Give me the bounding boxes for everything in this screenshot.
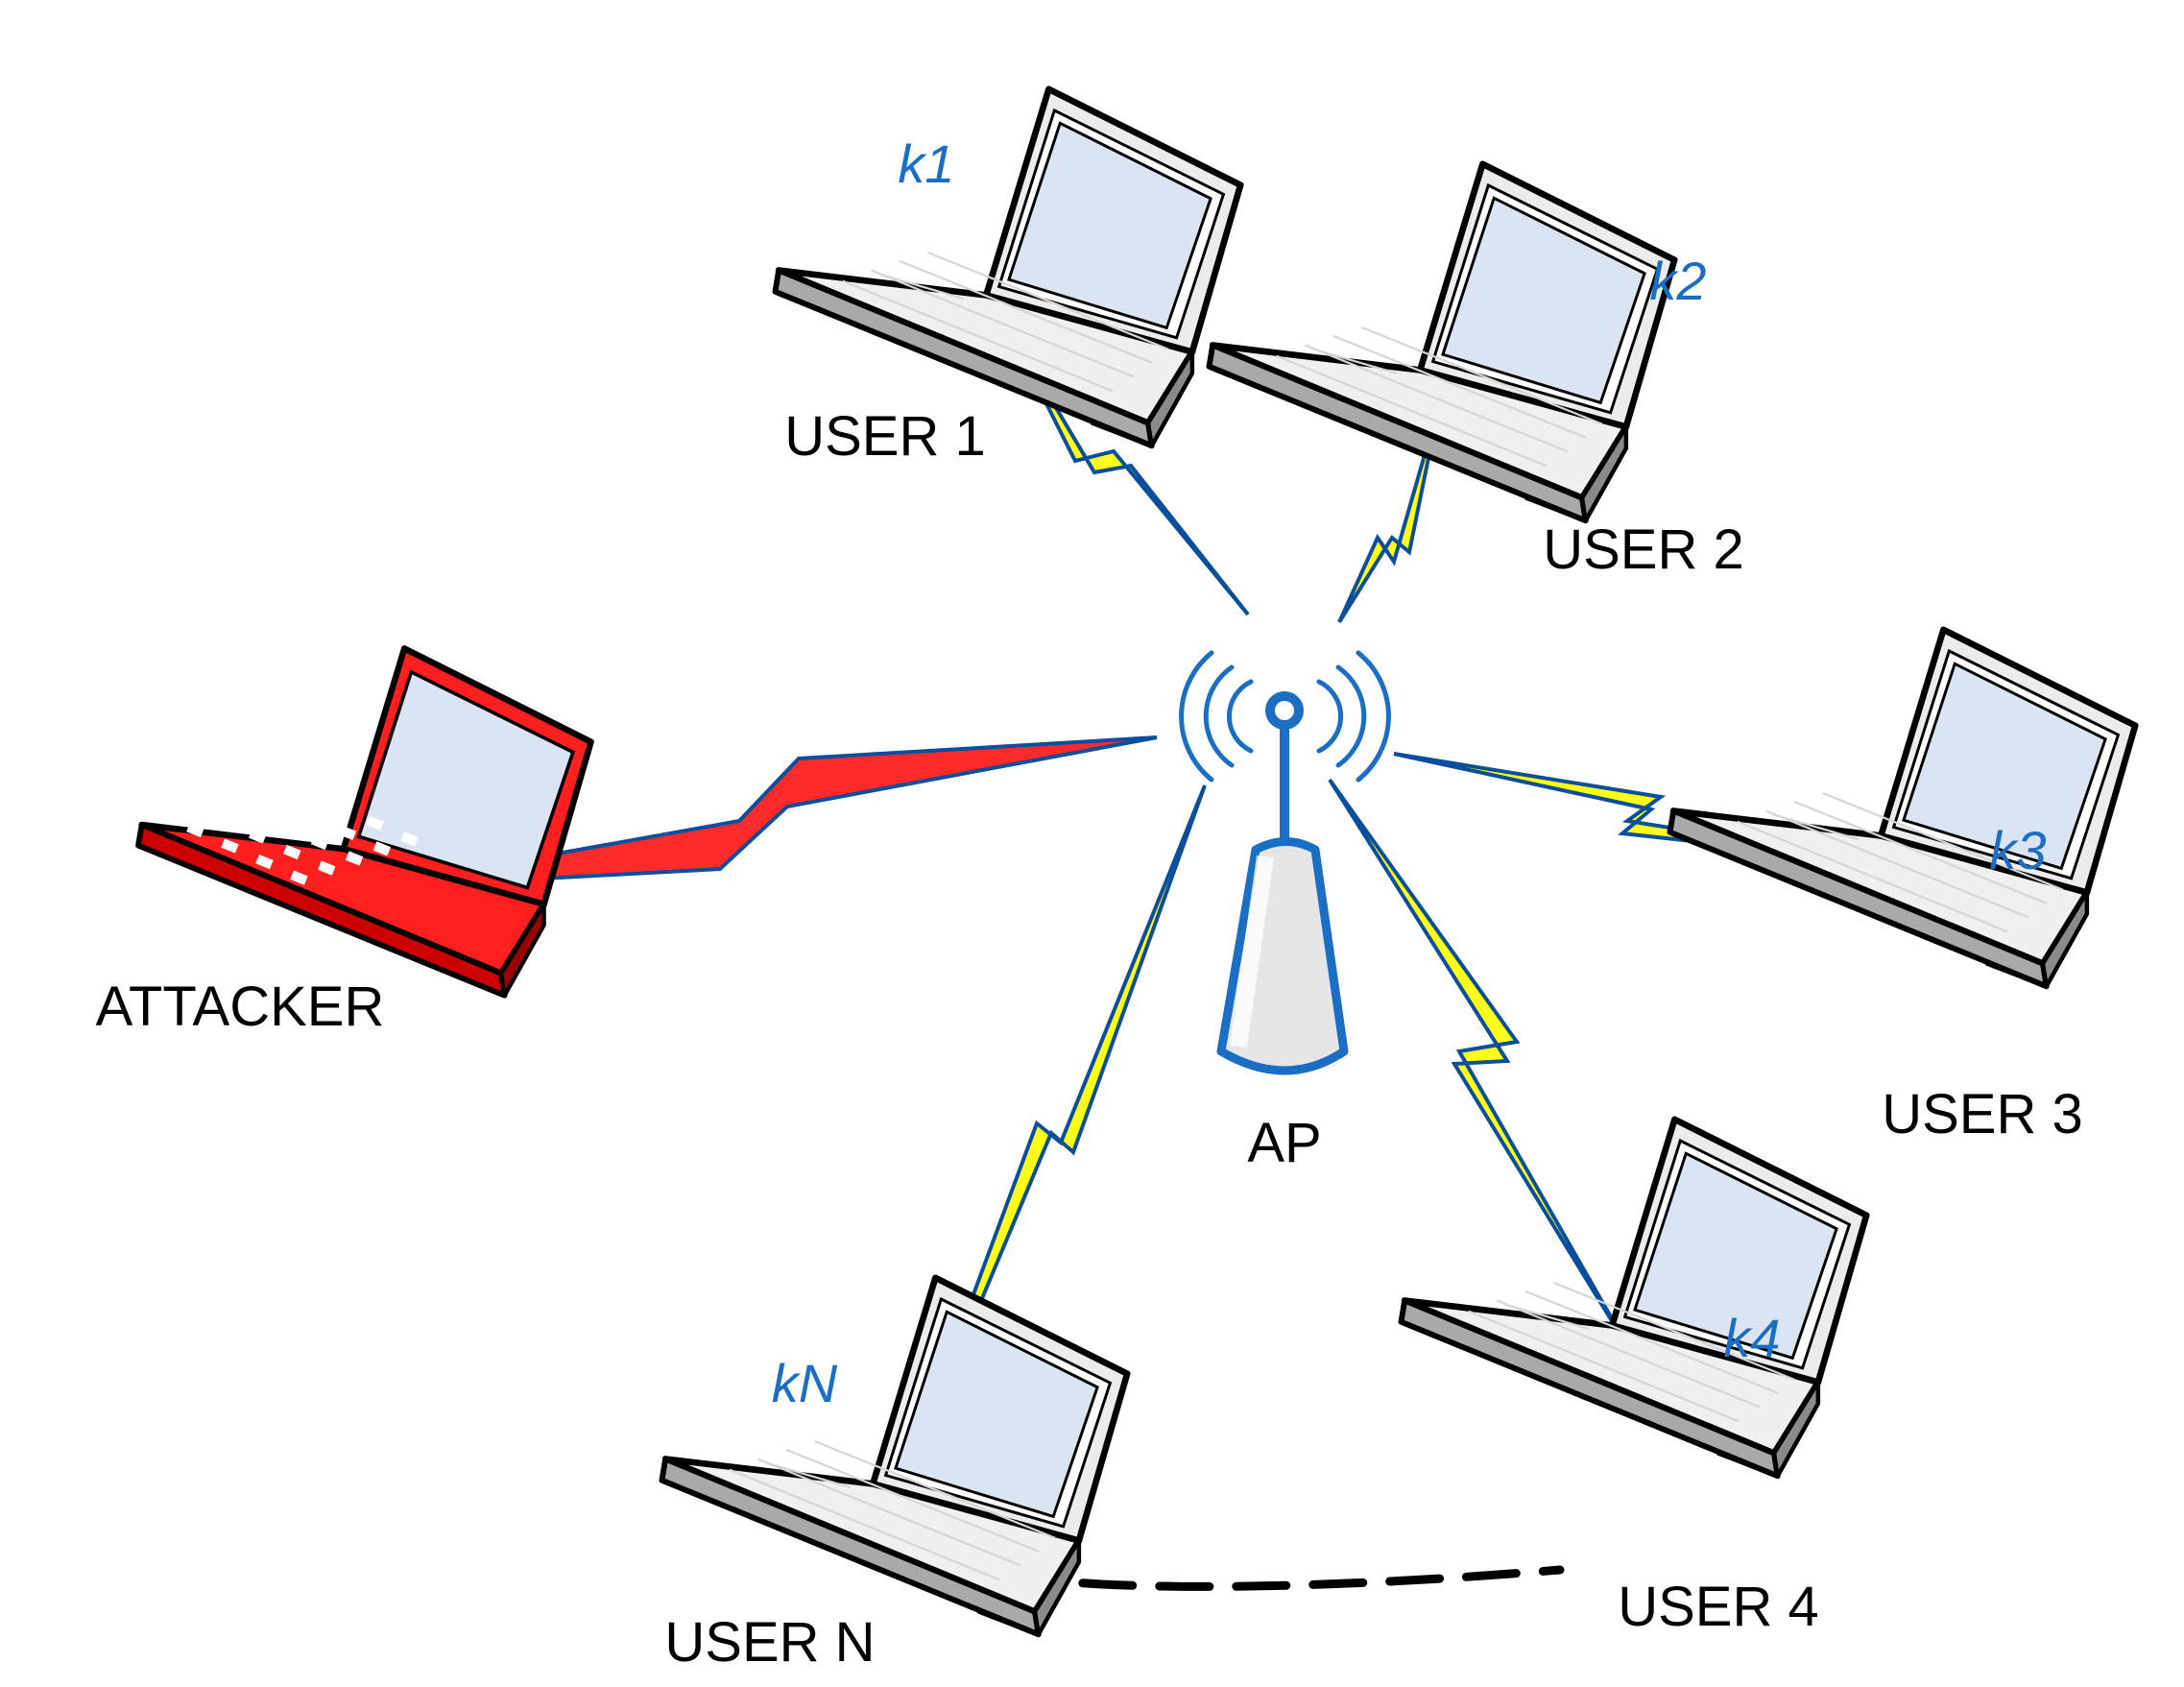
user-n-node[interactable]: kN USER N	[662, 1278, 1128, 1674]
user-n-key: kN	[772, 1353, 838, 1413]
user-2-key: k2	[1649, 251, 1706, 311]
laptop-icon	[1210, 164, 1675, 520]
link-ap-user-1	[1004, 322, 1250, 616]
user-1-label: USER 1	[784, 405, 986, 468]
user-4-key: k4	[1723, 1308, 1780, 1368]
user-n-label: USER N	[664, 1611, 875, 1674]
user-2-node[interactable]: k2 USER 2	[1210, 164, 1744, 581]
user-2-label: USER 2	[1543, 518, 1744, 581]
laptop-icon	[1670, 630, 2136, 986]
user-4-label: USER 4	[1618, 1576, 1819, 1638]
ap-label: AP	[1247, 1112, 1321, 1174]
attacker-node[interactable]: ATTACKER	[96, 648, 591, 1038]
user-4-node[interactable]: k4 USER 4	[1402, 1120, 1867, 1638]
laptop-icon	[776, 89, 1241, 446]
user-3-node[interactable]: k3 USER 3	[1670, 630, 2136, 1145]
laptop-icon	[138, 648, 591, 995]
user-1-node[interactable]: k1 USER 1	[776, 89, 1241, 468]
link-ap-user-4	[1328, 778, 1634, 1356]
access-point[interactable]: AP	[1179, 650, 1391, 1174]
laptop-icon	[1402, 1120, 1867, 1476]
wireless-access-point-icon	[1179, 650, 1391, 1075]
user-3-key: k3	[1989, 820, 2046, 880]
user-3-label: USER 3	[1882, 1083, 2083, 1145]
attacker-label: ATTACKER	[96, 976, 385, 1038]
laptop-icon	[662, 1278, 1128, 1634]
user-1-key: k1	[898, 133, 954, 194]
